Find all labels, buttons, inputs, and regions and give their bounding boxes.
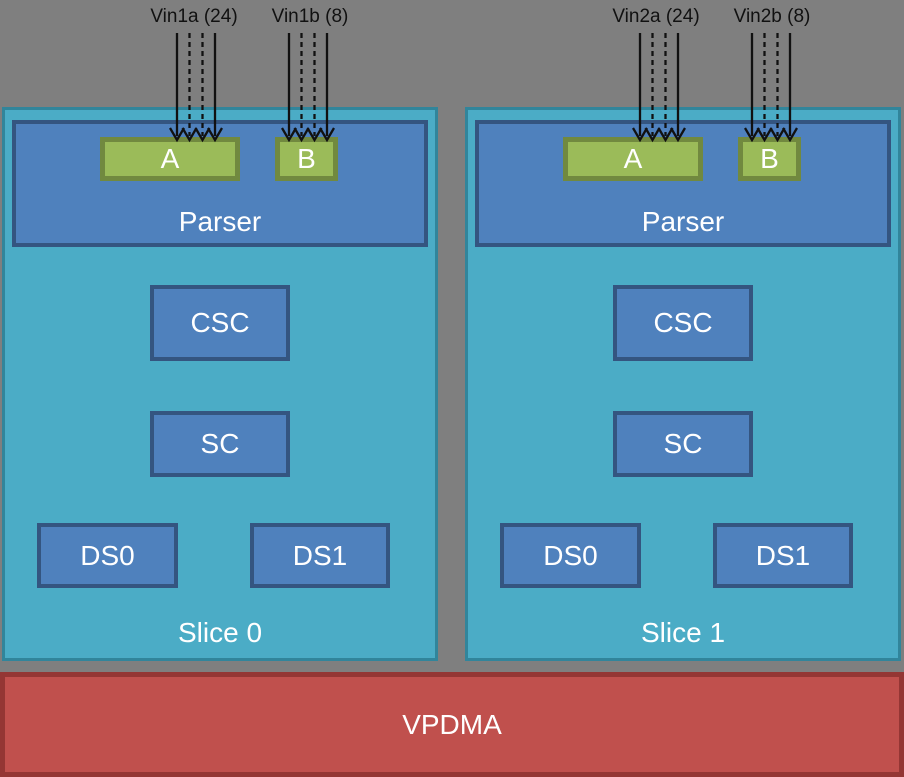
slice-0-parser-port-a: A: [100, 137, 240, 181]
slice-1-csc-block: CSC: [613, 285, 753, 361]
slice-1-parser-port-a: A: [563, 137, 703, 181]
slice-0-label: Slice 0: [177, 617, 263, 648]
input-label-vin1a: Vin1a (24): [150, 6, 238, 27]
input-label-vin2b: Vin2b (8): [733, 6, 811, 27]
slice-1-ds1-block: DS1: [713, 523, 853, 588]
slice-0-csc-block: CSC: [150, 285, 290, 361]
input-label-vin1b: Vin1b (8): [271, 6, 349, 27]
slice-1-parser-port-b: B: [738, 137, 801, 181]
slice-0-ds0-block: DS0: [37, 523, 178, 588]
slice-0-parser-port-b: B: [275, 137, 338, 181]
slice-0-parser-label: Parser: [178, 206, 262, 237]
slice-0-parser-block: A B Parser: [12, 120, 428, 247]
slice-1-ds0-block: DS0: [500, 523, 641, 588]
slice-1-label: Slice 1: [640, 617, 726, 648]
slice-1-container: A B Parser CSC SC DS0 DS1 Slice 1: [465, 107, 901, 661]
slice-1-parser-label: Parser: [641, 206, 725, 237]
slice-0-container: A B Parser CSC SC DS0 DS1 Slice 0: [2, 107, 438, 661]
slice-1-sc-block: SC: [613, 411, 753, 477]
slice-0-ds1-block: DS1: [250, 523, 390, 588]
input-label-vin2a: Vin2a (24): [612, 6, 700, 27]
slice-0-sc-block: SC: [150, 411, 290, 477]
slice-1-parser-block: A B Parser: [475, 120, 891, 247]
vpdma-block: VPDMA: [0, 672, 904, 777]
